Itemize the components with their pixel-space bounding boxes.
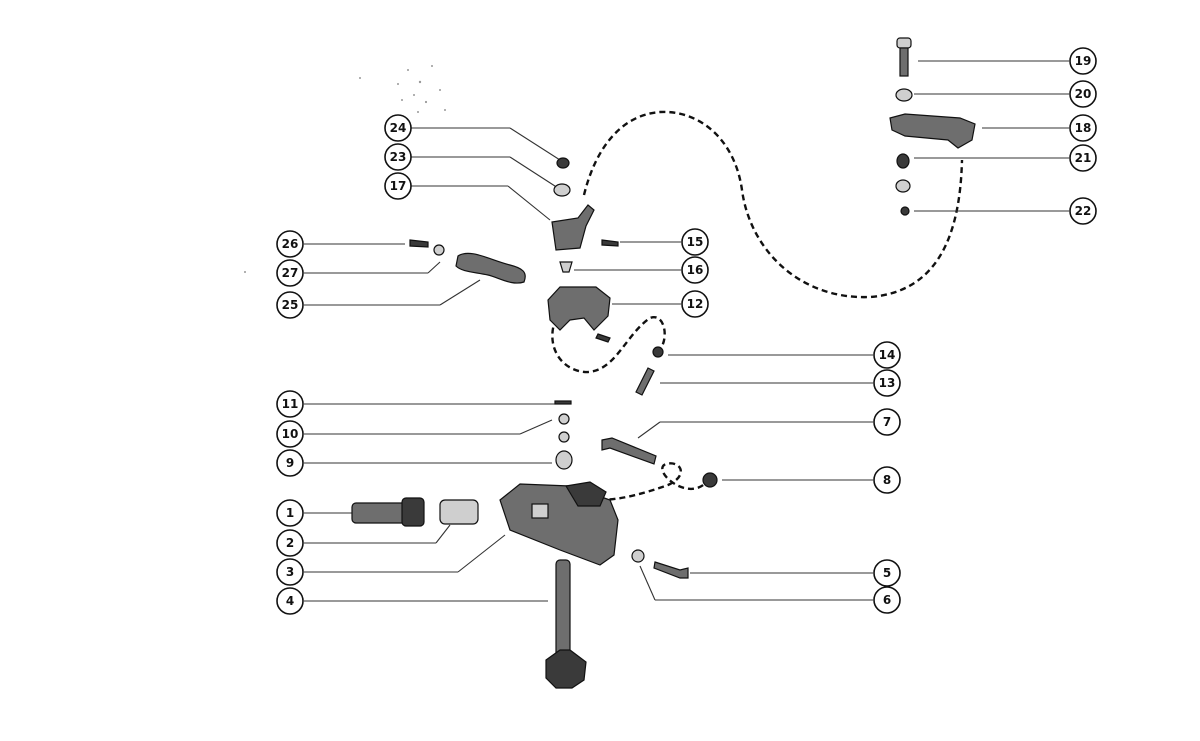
part-21-nut	[896, 153, 910, 169]
svg-text:25: 25	[282, 298, 299, 312]
part-1-end	[401, 497, 425, 527]
svg-text:13: 13	[879, 376, 896, 390]
callout-7: 7	[873, 408, 901, 436]
callout-22: 22	[1069, 197, 1097, 225]
part-22-nut	[900, 206, 910, 216]
callout-14: 14	[873, 341, 901, 369]
svg-text:6: 6	[883, 593, 891, 607]
dashed-line-8-to-3	[571, 462, 709, 502]
callout-9: 9	[276, 449, 304, 477]
callout-15: 15	[681, 228, 709, 256]
part-13-bolt	[635, 367, 655, 396]
svg-text:18: 18	[1075, 121, 1092, 135]
svg-text:20: 20	[1075, 87, 1092, 101]
part-5-bolt	[653, 561, 689, 579]
dashed-assembly-lines	[551, 110, 964, 502]
svg-text:22: 22	[1075, 204, 1092, 218]
callout-25: 25	[276, 291, 304, 319]
speckle-noise	[244, 65, 446, 273]
callout-1: 1	[276, 499, 304, 527]
svg-text:4: 4	[286, 594, 294, 608]
part-3-boss	[565, 481, 607, 507]
part-9-spacer	[555, 450, 573, 470]
part-19-bolt-head	[896, 37, 912, 49]
part-14-nut	[652, 346, 664, 358]
dashed-line-17-to-21	[582, 110, 964, 299]
svg-text:7: 7	[883, 415, 891, 429]
part-2-sleeve	[439, 499, 479, 525]
callout-8: 8	[873, 466, 901, 494]
svg-text:5: 5	[883, 566, 891, 580]
part-16-bushing	[559, 261, 573, 273]
svg-text:8: 8	[883, 473, 891, 487]
svg-text:21: 21	[1075, 151, 1092, 165]
svg-text:14: 14	[879, 348, 896, 362]
part-26-screw	[409, 239, 429, 248]
callout-2: 2	[276, 529, 304, 557]
callout-27: 27	[276, 259, 304, 287]
svg-text:11: 11	[282, 397, 299, 411]
callout-16: 16	[681, 256, 709, 284]
callout-26: 26	[276, 230, 304, 258]
part-23-washer	[553, 183, 571, 197]
part-20-washer	[895, 88, 913, 102]
leader-lines	[304, 60, 1069, 602]
part-12-pin	[595, 333, 611, 343]
part-7-bolt	[601, 437, 657, 465]
callouts: 24 23 17 26 27 25 15 16 12 14 13 19 20 1…	[276, 47, 1097, 615]
svg-text:15: 15	[687, 235, 704, 249]
svg-text:19: 19	[1075, 54, 1092, 68]
callout-24: 24	[384, 114, 412, 142]
callout-23: 23	[384, 143, 412, 171]
callout-12: 12	[681, 290, 709, 318]
part-4-shaft	[555, 559, 571, 661]
callout-13: 13	[873, 369, 901, 397]
part-8-nut	[702, 472, 718, 488]
svg-text:1: 1	[286, 506, 294, 520]
svg-text:23: 23	[390, 150, 407, 164]
callout-17: 17	[384, 172, 412, 200]
callout-3: 3	[276, 558, 304, 586]
svg-text:16: 16	[687, 263, 704, 277]
part-27-washer	[433, 244, 445, 256]
callout-4: 4	[276, 587, 304, 615]
part-19-bolt-shank	[899, 47, 909, 77]
parts	[351, 37, 976, 689]
part-12-bracket	[547, 286, 611, 331]
part-25-handle	[455, 252, 526, 284]
svg-text:17: 17	[390, 179, 407, 193]
callout-5: 5	[873, 559, 901, 587]
callout-18: 18	[1069, 114, 1097, 142]
part-17-lever	[551, 204, 595, 251]
dashed-line-12-to-13	[551, 316, 666, 374]
callout-10: 10	[276, 420, 304, 448]
svg-text:26: 26	[282, 237, 299, 251]
callout-21: 21	[1069, 144, 1097, 172]
part-21-washer	[895, 179, 911, 193]
part-10-ring-upper	[558, 413, 570, 425]
svg-text:27: 27	[282, 266, 299, 280]
part-10-ring-lower	[558, 431, 570, 443]
svg-text:24: 24	[390, 121, 407, 135]
callout-6: 6	[873, 586, 901, 614]
part-24-nut	[556, 157, 570, 169]
svg-text:10: 10	[282, 427, 299, 441]
part-15-screw	[601, 239, 619, 247]
callout-19: 19	[1069, 47, 1097, 75]
part-3-window	[531, 503, 549, 519]
svg-text:2: 2	[286, 536, 294, 550]
part-11-clip	[554, 400, 572, 405]
svg-text:12: 12	[687, 297, 704, 311]
svg-text:3: 3	[286, 565, 294, 579]
callout-20: 20	[1069, 80, 1097, 108]
svg-text:9: 9	[286, 456, 294, 470]
callout-11: 11	[276, 390, 304, 418]
part-18-arm	[889, 113, 976, 149]
part-4-foot	[545, 649, 587, 689]
part-6-washer	[631, 549, 645, 563]
